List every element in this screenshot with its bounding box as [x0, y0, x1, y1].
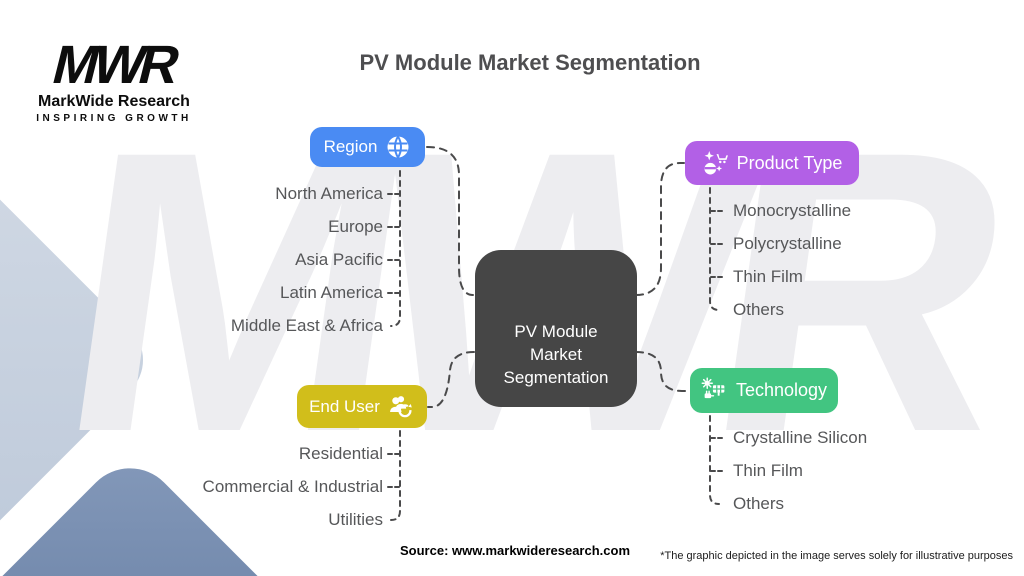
- central-node-line: Segmentation: [503, 368, 609, 387]
- region-items: North America Europe Asia Pacific Latin …: [231, 177, 383, 342]
- list-item: Thin Film: [733, 461, 803, 480]
- list-item: Asia Pacific: [295, 250, 383, 269]
- branch-node-product-type: Product Type: [685, 141, 859, 185]
- logo-monogram: MWR: [46, 35, 182, 95]
- globe-icon: [385, 134, 411, 160]
- disclaimer-text: *The graphic depicted in the image serve…: [660, 550, 1013, 562]
- list-item: Polycrystalline: [733, 234, 842, 253]
- list-item: Thin Film: [733, 267, 803, 286]
- end-user-items: Residential Commercial & Industrial Util…: [203, 437, 383, 536]
- logo-tagline: INSPIRING GROWTH: [36, 113, 192, 125]
- list-item: Europe: [328, 217, 383, 236]
- product-type-items: Monocrystalline Polycrystalline Thin Fil…: [733, 194, 851, 326]
- list-item: Commercial & Industrial: [202, 477, 383, 496]
- list-item: Monocrystalline: [733, 201, 852, 220]
- list-item: North America: [275, 184, 383, 203]
- branch-label-end-user: End User: [309, 396, 380, 416]
- page-title: PV Module Market Segmentation: [359, 50, 701, 75]
- list-item: Utilities: [328, 510, 383, 529]
- logo-name: MarkWide Research: [38, 93, 190, 111]
- list-item: Crystalline Silicon: [733, 428, 868, 447]
- technology-items: Crystalline Silicon Thin Film Others: [733, 421, 867, 520]
- list-item: Residential: [298, 444, 383, 463]
- list-item: Others: [733, 494, 785, 513]
- branch-node-end-user: End User: [297, 385, 427, 428]
- markwide-logo: MWR MarkWide Research INSPIRING GROWTH: [34, 35, 194, 125]
- source-link[interactable]: Source: www.markwideresearch.com: [400, 543, 631, 558]
- list-item: Middle East & Africa: [230, 316, 383, 335]
- central-node-line: Market: [530, 345, 582, 364]
- list-item: Latin America: [280, 283, 383, 302]
- central-node: PV Module Market Segmentation: [475, 250, 637, 407]
- branch-label-product-type: Product Type: [736, 152, 843, 173]
- branch-node-region: Region: [310, 127, 425, 167]
- central-node-line: PV Module: [514, 322, 598, 341]
- solar-panel-icon: [701, 377, 728, 404]
- users-refresh-icon: [388, 393, 415, 420]
- sparkle-cart-icon: [702, 150, 729, 177]
- list-item: Others: [733, 300, 785, 319]
- branch-label-technology: Technology: [735, 380, 828, 400]
- branch-node-technology: Technology: [690, 368, 838, 413]
- branch-label-region: Region: [323, 137, 378, 156]
